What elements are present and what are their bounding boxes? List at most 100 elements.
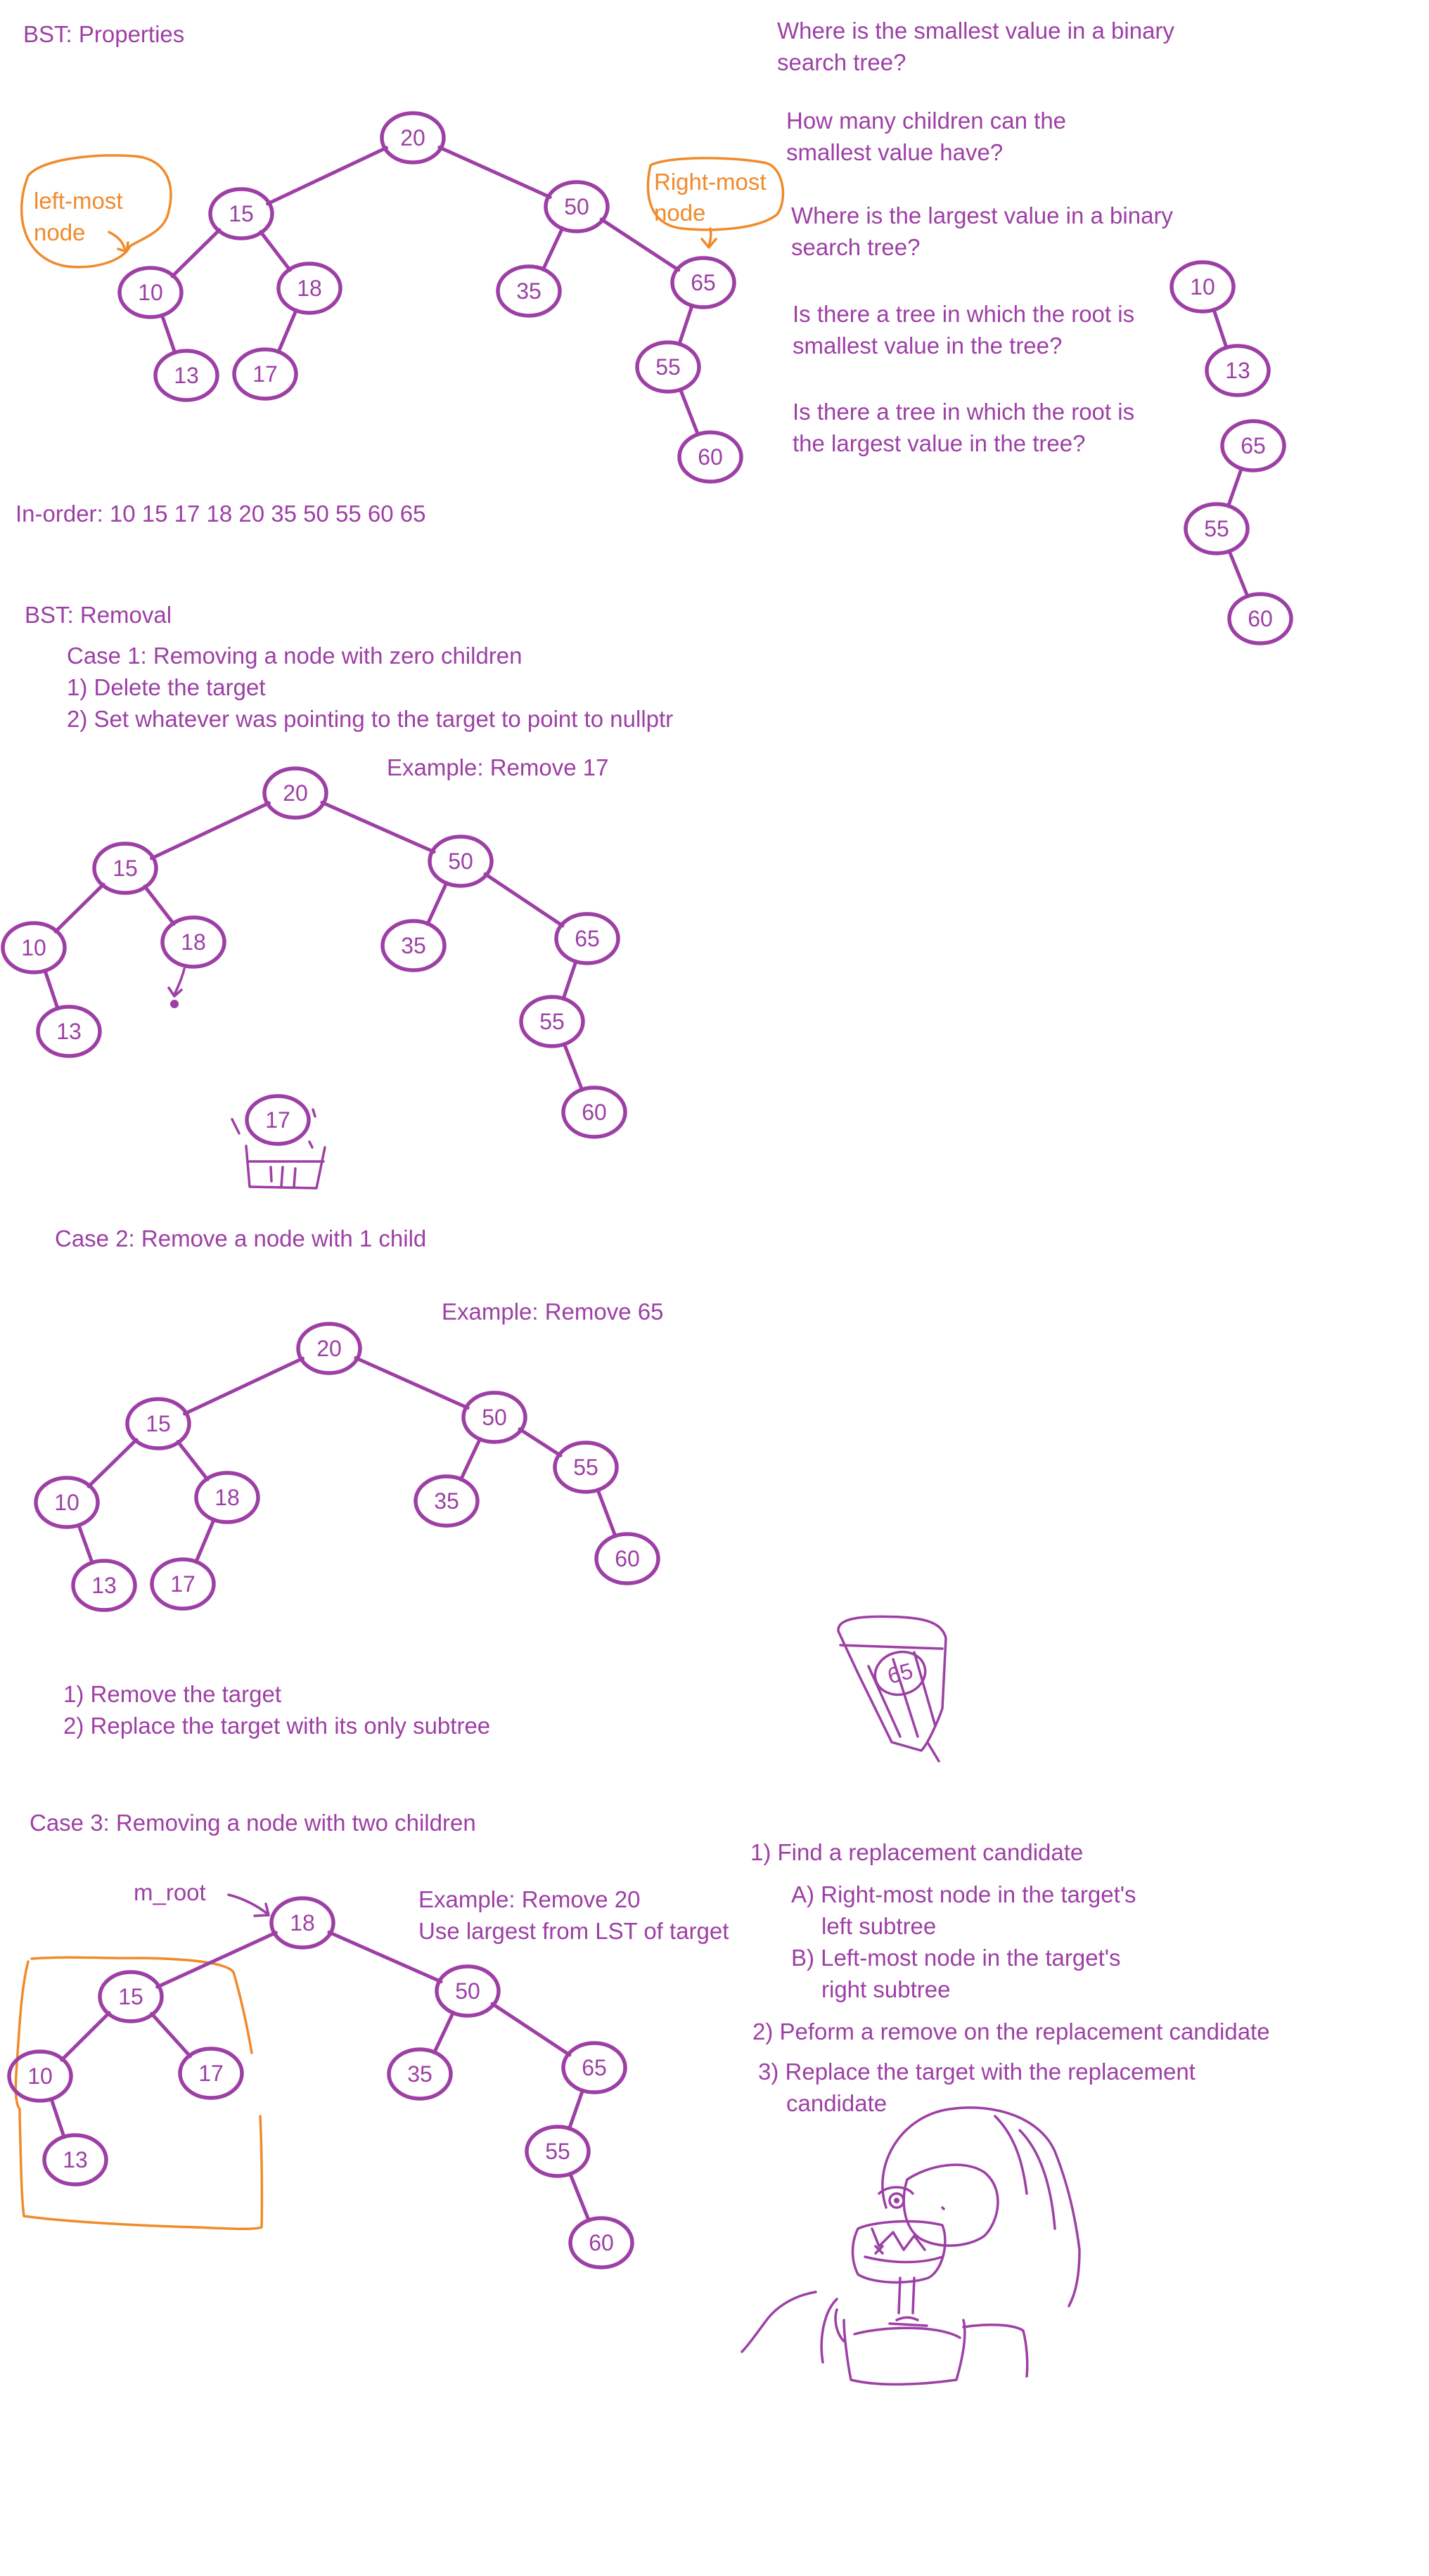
tree-edge-15-17 [150,2011,192,2059]
tree-edge-18-50 [327,1930,443,1984]
tree-node-50: 50 [544,180,610,233]
tree-edge-55-60 [596,1488,617,1538]
right-most-label-line1: Right-most [654,169,767,195]
case3-step-1a-line2: left subtree [821,1913,936,1939]
tree-node-55: 55 [1184,502,1250,555]
tree-node-label: 60 [615,1546,640,1571]
tree-node-label: 65 [691,270,716,295]
tree-node-50: 50 [461,1391,527,1444]
tree-node-label: 55 [655,354,681,380]
case2-step-2: 2) Replace the target with its only subt… [63,1713,490,1739]
tree-node-label: 35 [401,933,426,958]
tree-edge-10-13 [160,313,177,355]
tree-node-35: 35 [414,1474,480,1528]
tree-node-60: 60 [568,2216,634,2269]
question-3-line2: search tree? [791,234,920,260]
m-root-label: m_root [134,1879,206,1905]
tree-node-13: 13 [153,349,219,402]
question-2-line2: smallest value have? [786,139,1003,165]
tree-node-20: 20 [296,1322,362,1375]
tree-node-label: 55 [539,1009,565,1034]
question-5-line2: the largest value in the tree? [793,430,1085,456]
tree-node-label: 50 [448,849,473,874]
tree-node-label: 35 [434,1488,459,1514]
tree-node-label: 55 [573,1455,598,1480]
case3-heading: Case 3: Removing a node with two childre… [30,1810,476,1836]
tree-node-label: 15 [229,201,254,226]
left-most-label-line1: left-most [34,188,123,214]
tree-node-60: 60 [594,1532,660,1585]
tree-node-label: 15 [146,1411,171,1436]
case3-example-line1: Example: Remove 20 [418,1886,640,1912]
tree-node-18: 18 [160,915,226,969]
tree-node-13: 13 [71,1559,137,1612]
left-most-callout-bubble [20,154,172,269]
tree-node-20: 20 [262,766,328,820]
tree-node-15: 15 [125,1397,191,1450]
tree-node-label: 13 [1225,358,1250,383]
tree-node-label: 13 [174,363,199,388]
tree-edge-10-13 [43,968,60,1011]
tree-node-17: 17 [178,2047,244,2100]
tree-node-65: 65 [554,912,620,965]
tree-node-60: 60 [1227,592,1293,645]
tree-node-65: 65 [1220,419,1286,472]
left-most-label-line2: node [34,219,85,245]
skeleton-doodle [741,2106,1081,2386]
case3-step-1a-line1: A) Right-most node in the target's [791,1881,1136,1907]
tree-edge-50-35 [459,1436,482,1482]
tree-node-label: 10 [21,935,46,960]
case3-example-line2: Use largest from LST of target [418,1918,729,1944]
tree-edge-18-17 [194,1517,216,1564]
tree-edge-15-10 [86,1438,139,1488]
tree-node-label: 13 [56,1019,82,1044]
tree-node-13: 13 [36,1005,102,1058]
tree-edge-65-55 [567,2088,585,2131]
case1-step-2: 2) Set whatever was pointing to the targ… [67,706,673,732]
tree-node-label: 10 [54,1490,79,1515]
tree-node-15: 15 [98,1970,164,2023]
tree-edge-55-60 [1227,548,1250,599]
tree-node-17: 17 [232,347,298,401]
right-most-label-line2: node [654,200,705,226]
tree-node-55: 55 [553,1441,619,1494]
tree-edge-20-15 [149,801,271,861]
tree-node-label: 15 [113,856,138,881]
properties-title: BST: Properties [23,21,184,47]
tree-edge-50-55 [518,1427,563,1457]
tree-edge-15-18 [259,230,292,272]
tree-node-50: 50 [435,1964,501,2018]
tree-edge-55-60 [678,387,700,437]
case1-tree: 20 15 50 10 18 13 35 65 55 60 [1,766,627,1139]
tree-node-55: 55 [519,995,585,1048]
tree-node-label: 13 [63,2147,88,2172]
tree-node-10: 10 [1,921,67,974]
right-most-arrow [700,227,717,249]
case1-removed-node: 17 [245,1094,311,1146]
tree-edge-20-50 [354,1355,470,1410]
tree-edge-15-18 [143,884,176,926]
tree-node-15: 15 [92,842,158,895]
tree-node-label: 10 [27,2063,53,2089]
tree-edge-20-15 [183,1356,305,1416]
case1-heading: Case 1: Removing a node with zero childr… [67,643,523,669]
tree-node-20: 20 [380,111,446,165]
tree-node-65: 65 [670,256,736,309]
tree-node-65: 65 [561,2041,627,2094]
tree-node-label: 60 [582,1100,607,1125]
tree-node-35: 35 [387,2047,453,2101]
case3-step-3-line1: 3) Replace the target with the replaceme… [758,2059,1196,2085]
left-most-arrow [108,231,129,253]
trash-can-icon [231,1108,326,1190]
case3-step-1: 1) Find a replacement candidate [750,1839,1083,1865]
case2-trash-can-icon [837,1615,947,1763]
tree-node-label: 18 [214,1485,240,1510]
tree-edge-50-35 [425,881,449,926]
tree-edge-10-13 [49,2097,66,2139]
tree-edge-18-17 [276,308,298,354]
